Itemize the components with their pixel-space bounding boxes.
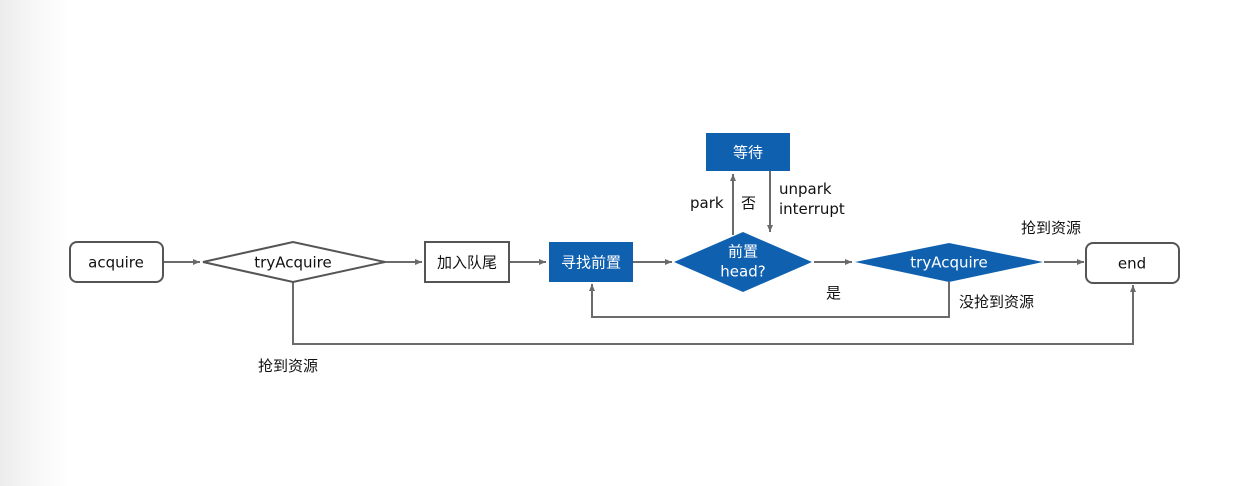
node-find-predecessor[interactable]: 寻找前置 (549, 242, 633, 282)
edge-tryacquire2-fail-to-find (589, 282, 950, 318)
edges (163, 171, 1136, 345)
label-yes: 是 (826, 284, 841, 302)
node-pred-is-head-line1: 前置 (728, 243, 758, 261)
node-end[interactable]: end (1085, 242, 1180, 284)
node-acquire[interactable]: acquire (69, 241, 164, 283)
node-enqueue-tail-label: 加入队尾 (437, 254, 497, 272)
label-interrupt: interrupt (779, 200, 845, 218)
label-got-resource-top: 抢到资源 (1021, 219, 1081, 237)
node-pred-is-head[interactable]: 前置 head? (674, 232, 812, 292)
label-got-resource-bottom: 抢到资源 (258, 357, 318, 375)
node-end-label: end (1118, 255, 1146, 273)
node-tryacquire-1[interactable]: tryAcquire (202, 240, 386, 284)
node-tryacquire-1-label: tryAcquire (254, 254, 331, 272)
label-unpark: unpark (779, 180, 832, 198)
label-no: 否 (741, 194, 756, 212)
label-park: park (690, 194, 724, 212)
node-wait-label: 等待 (733, 144, 763, 162)
node-acquire-label: acquire (88, 254, 144, 272)
label-not-got-resource: 没抢到资源 (959, 293, 1034, 311)
edge-tryacquire1-success-to-end (292, 282, 1136, 345)
node-tryacquire-2-label: tryAcquire (910, 254, 987, 272)
node-wait[interactable]: 等待 (706, 133, 790, 171)
node-enqueue-tail[interactable]: 加入队尾 (424, 241, 510, 283)
node-find-predecessor-label: 寻找前置 (561, 254, 621, 272)
node-pred-is-head-line2: head? (720, 263, 765, 281)
node-tryacquire-2[interactable]: tryAcquire (855, 243, 1043, 282)
